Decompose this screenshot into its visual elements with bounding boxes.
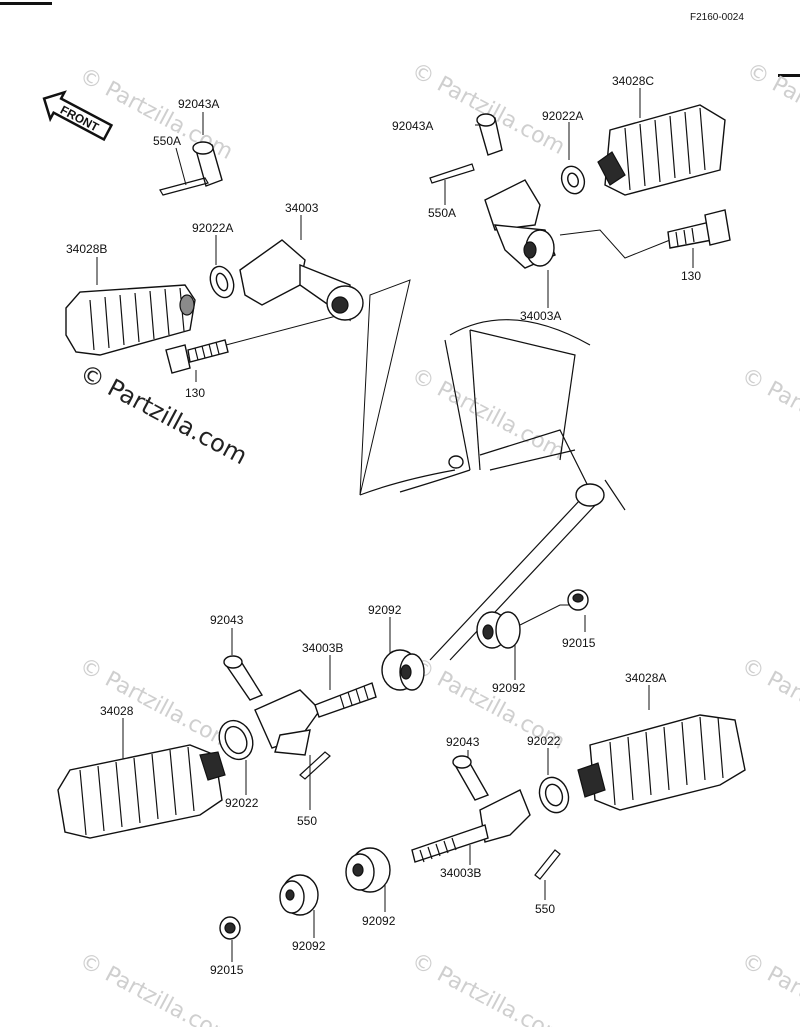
frame-outline <box>359 279 626 661</box>
label-34028: 34028 <box>100 704 134 718</box>
bolt-130-right <box>667 209 731 249</box>
watermark: © Partzilla.com <box>737 653 800 755</box>
cotter-550a-left <box>159 177 209 196</box>
cotter-550-right <box>534 849 561 880</box>
footpeg-rubber-34028a <box>577 714 746 811</box>
collar-92092-mid <box>476 611 521 649</box>
label-92043-left: 92043 <box>210 613 244 627</box>
diagram-code: F2160-0024 <box>690 12 744 23</box>
label-34003b-right: 34003B <box>440 866 481 880</box>
label-34028b: 34028B <box>66 242 107 256</box>
watermark: © Partzilla.com <box>737 363 800 465</box>
pin-92043a-left <box>192 141 223 187</box>
watermark: © Partzilla.com <box>407 948 569 1027</box>
collar-92092-top <box>381 649 425 691</box>
cotter-550-left <box>299 751 331 780</box>
label-550-right: 550 <box>535 902 555 916</box>
label-92022a-right: 92022A <box>542 109 583 123</box>
pin-92043a-right <box>476 113 503 156</box>
pin-92043-left <box>223 655 264 701</box>
footpeg-rubber-34028c <box>597 104 726 196</box>
watermark-strong: © Partzilla.com <box>75 359 252 471</box>
washer-92022-left <box>218 719 254 761</box>
nut-92015-left <box>219 916 241 940</box>
label-92043-right: 92043 <box>446 735 480 749</box>
bracket-34003a <box>484 179 556 269</box>
label-92022a-left: 92022A <box>192 221 233 235</box>
label-130-left: 130 <box>185 386 205 400</box>
header-bar-right <box>778 74 800 77</box>
label-92092-mid: 92092 <box>492 681 526 695</box>
cotter-550a-right <box>429 163 475 184</box>
watermark: © Partzilla.com <box>742 58 800 160</box>
label-92043a-right: 92043A <box>392 119 433 133</box>
label-92092-bottom-right: 92092 <box>362 914 396 928</box>
label-550-left: 550 <box>297 814 317 828</box>
label-92015-left: 92015 <box>210 963 244 977</box>
label-34003b-left: 34003B <box>302 641 343 655</box>
label-92043a-left: 92043A <box>178 97 219 111</box>
nut-92015-right <box>567 589 589 611</box>
label-92092-top: 92092 <box>368 603 402 617</box>
bolt-34003b-right <box>411 789 531 863</box>
label-550a-left: 550A <box>153 134 181 148</box>
watermark-layer: © Partzilla.com © Partzilla.com © Partzi… <box>75 58 800 1032</box>
label-34003: 34003 <box>285 201 319 215</box>
label-92015-right: 92015 <box>562 636 596 650</box>
label-550a-right: 550A <box>428 206 456 220</box>
label-92022-left: 92022 <box>225 796 259 810</box>
leader-lines <box>96 88 694 962</box>
label-34028a: 34028A <box>625 671 666 685</box>
label-92092-bottom-left: 92092 <box>292 939 326 953</box>
watermark: © Partzilla.com <box>407 363 569 465</box>
bolt-34003b-left <box>254 682 377 756</box>
washer-92022-right <box>538 776 570 814</box>
washer-92022a-left <box>209 265 235 299</box>
collar-92092-bottom-right <box>345 847 391 893</box>
part-labels: 92043A 550A 34003 92022A 34028B 130 9204… <box>66 74 701 977</box>
washer-92022a-right <box>560 165 586 195</box>
label-34028c: 34028C <box>612 74 654 88</box>
header-bar-left <box>0 2 52 5</box>
label-92022-right: 92022 <box>527 734 561 748</box>
pin-92043-right <box>452 755 490 801</box>
label-130-right: 130 <box>681 269 701 283</box>
label-34003a: 34003A <box>520 309 561 323</box>
watermark: © Partzilla.com <box>75 948 237 1027</box>
watermark: © Partzilla.com <box>737 948 800 1027</box>
footpeg-rubber-34028 <box>57 744 226 839</box>
bolt-130-left <box>165 339 229 374</box>
bracket-34003 <box>239 239 364 322</box>
footpeg-rubber-34028b <box>65 284 196 356</box>
collar-92092-bottom-left <box>279 874 319 916</box>
